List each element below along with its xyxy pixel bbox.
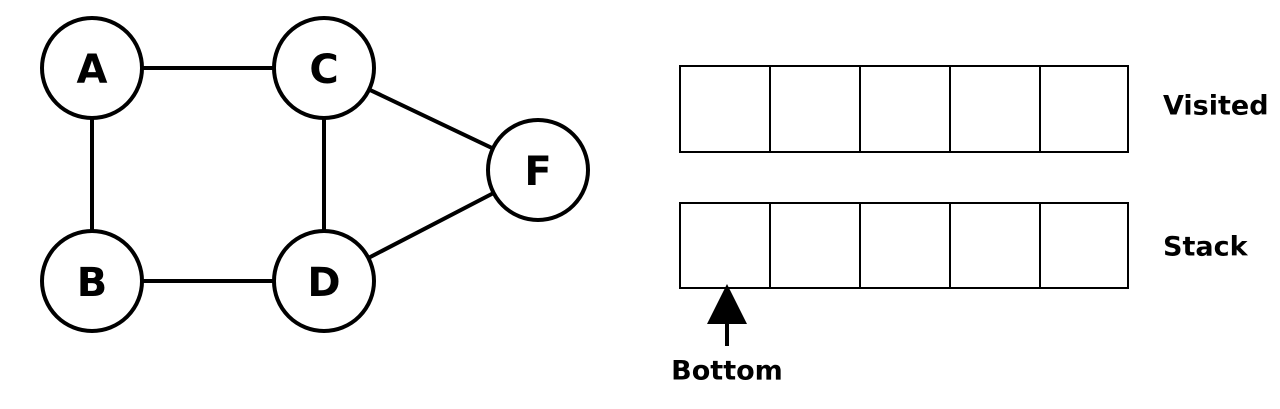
graph-node-b: B — [40, 229, 144, 333]
edge-c-f — [367, 87, 495, 151]
visited-cell-3 — [859, 65, 951, 153]
stack-array: Stack — [679, 202, 1249, 289]
graph-node-c: C — [272, 16, 376, 120]
node-circle-c — [272, 16, 376, 120]
node-circle-a — [40, 16, 144, 120]
graph-node-f: F — [486, 118, 590, 222]
node-circle-d — [272, 229, 376, 333]
stack-cell-5 — [1039, 202, 1129, 289]
graph-node-a: A — [40, 16, 144, 120]
bottom-pointer: Bottom — [671, 284, 783, 387]
node-label-d: D — [307, 260, 340, 306]
stack-label: Stack — [1163, 232, 1249, 263]
node-circle-b — [40, 229, 144, 333]
stack-cell-4 — [949, 202, 1041, 289]
stack-cell-2 — [769, 202, 861, 289]
visited-label: Visited — [1163, 91, 1269, 122]
visited-cell-2 — [769, 65, 861, 153]
node-label-c: C — [309, 47, 338, 93]
stack-cell-3 — [859, 202, 951, 289]
visited-cell-5 — [1039, 65, 1129, 153]
node-label-a: A — [77, 47, 108, 93]
graph-node-d: D — [272, 229, 376, 333]
visited-cell-4 — [949, 65, 1041, 153]
bottom-label: Bottom — [671, 356, 783, 387]
graph-edges — [90, 66, 496, 283]
graph: A B C D F — [40, 16, 590, 333]
node-label-b: B — [77, 260, 108, 306]
visited-cell-1 — [679, 65, 771, 153]
node-label-f: F — [524, 149, 551, 195]
edge-d-f — [366, 191, 496, 260]
node-circle-f — [486, 118, 590, 222]
stack-cell-1 — [679, 202, 771, 289]
visited-array: Visited — [679, 65, 1269, 153]
